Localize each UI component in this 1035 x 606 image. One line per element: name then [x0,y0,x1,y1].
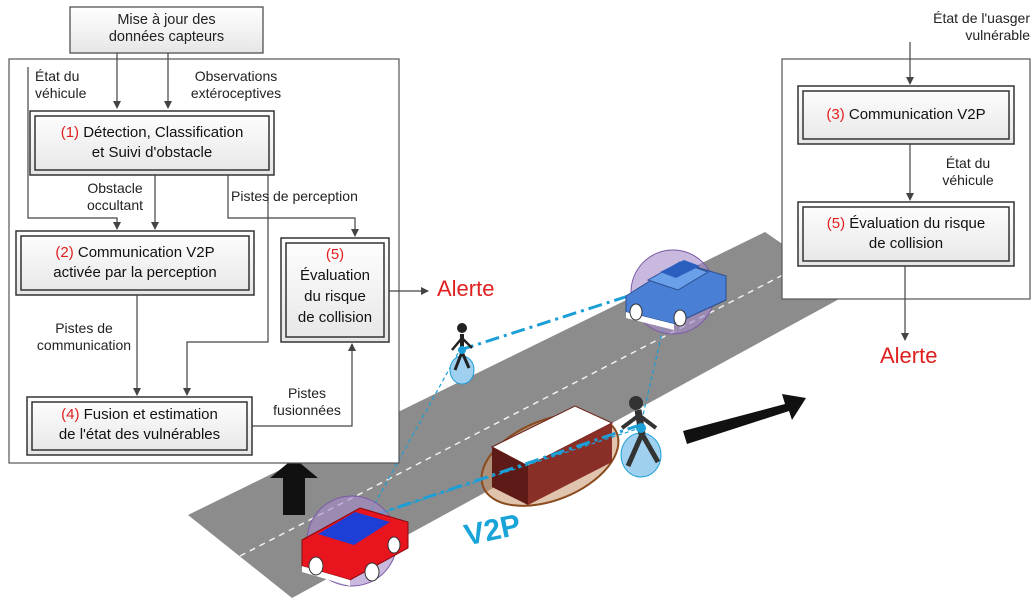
vru-state-label: État de l'uasger vulnérable [933,10,1030,43]
direction-arrow-right [683,394,806,444]
vehicle-state-label-left: État du véhicule [35,68,87,101]
box-4-fusion [26,396,253,456]
communication-tracks-label: Pistes de communication [36,320,132,353]
right-panel [781,58,1031,300]
box-5-right-text: (5) Évaluation du risque de collision [826,215,986,252]
pedestrian-2 [620,396,662,478]
exteroceptive-label: Observations extéroceptives [190,68,282,101]
box-1-text: (1) Détection, Classification et Suivi d… [60,124,244,161]
box-5-left-text: (5) Évaluation du risque de collision [297,246,373,326]
right-flow-arrows [901,42,914,341]
alert-right: Alerte [880,343,938,368]
box-4-text: (4) Fusion et estimation de l'état des v… [58,406,221,443]
box-1-detection [29,110,275,176]
sensor-update-label: Mise à jour des données capteurs [108,12,225,45]
sensor-update-box [69,6,264,54]
v2p-links [367,280,673,518]
v2p-label: V2P [461,508,524,553]
direction-arrow-left [270,458,318,515]
left-flow-arrows [27,53,429,427]
alert-left: Alerte [437,276,495,301]
occluding-obstacle-box [490,405,614,505]
vehicle-state-label-right: État du véhicule [942,155,994,188]
box-5-risk-left [280,237,390,343]
occluding-obstacle-label: Obstacle occultant [86,180,144,213]
red-car [301,495,409,587]
pedestrian-1 [449,323,475,385]
fused-tracks-label: Pistes fusionnées [273,385,341,418]
box-3-text: (3) Communication V2P [826,106,986,123]
box-2-text: (2) Communication V2P activée par la per… [53,244,217,281]
box-2-communication [15,230,255,296]
blue-car [625,249,727,335]
perception-tracks-label: Pistes de perception [231,188,358,204]
